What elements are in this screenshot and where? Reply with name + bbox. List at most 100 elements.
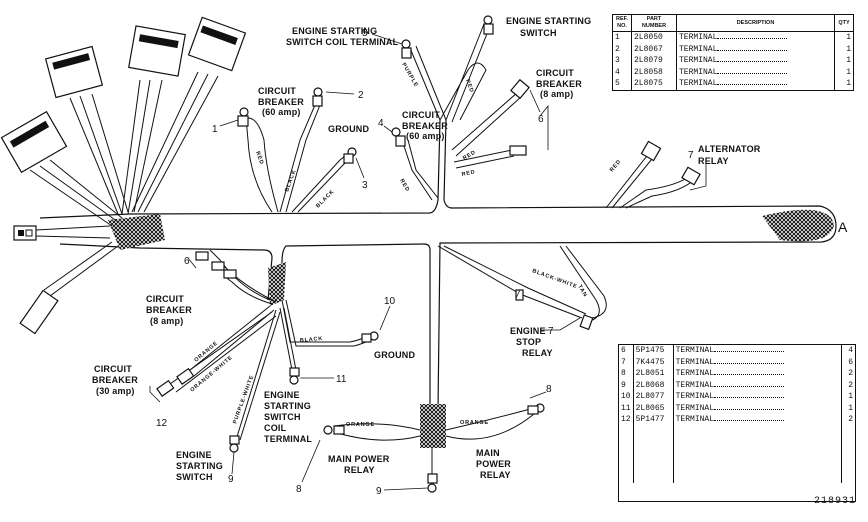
part-number-cell: 2L8079 <box>631 55 677 67</box>
qty-cell: 2 <box>848 415 853 424</box>
part-number-cell: 2L8058 <box>631 66 677 78</box>
callout-7-top: 7 <box>688 150 694 161</box>
description-cell: TERMINAL <box>673 368 842 380</box>
trunk-end-braid <box>762 209 834 242</box>
callout-4: 4 <box>378 118 384 129</box>
main-harness-trunk <box>39 119 837 411</box>
trunk-connector-left <box>13 225 111 241</box>
part-number-cell: 2L8050 <box>631 31 677 44</box>
table-row-empty <box>619 471 855 483</box>
wire-label-red-4: RED <box>462 150 477 162</box>
description-cell: TERMINAL <box>673 345 842 357</box>
callout-numbers: 1 2 3 4 5 6 6 7 7 8 8 9 9 10 11 12 A <box>149 28 848 497</box>
description-cell: TERMINAL <box>673 356 842 368</box>
description-cell: TERMINAL <box>676 55 835 67</box>
wire-label-black-3: BLACK <box>300 336 324 344</box>
connector-plug-4 <box>131 16 247 213</box>
callout-9-bottom: 9 <box>376 486 382 497</box>
callout-6-bottom: 6 <box>184 256 190 267</box>
callout-8-left: 8 <box>296 484 302 495</box>
description-cell: TERMINAL <box>673 414 842 426</box>
callout-7-bottom: 7 <box>548 326 554 337</box>
ref-cell: 6 <box>619 345 634 357</box>
callout-2: 2 <box>358 90 364 101</box>
wire-label-purple-white: PURPLE-WHITE <box>232 374 255 424</box>
col-part-number: PART NUMBER <box>631 15 677 32</box>
callout-12: 12 <box>156 418 168 429</box>
col-description: DESCRIPTION <box>676 15 835 32</box>
callout-5: 5 <box>362 28 368 39</box>
description-cell: TERMINAL <box>673 379 842 391</box>
figure-number: 218931 <box>813 496 856 507</box>
label-ground-bottom: GROUND <box>374 350 415 360</box>
description-cell: TERMINAL <box>676 31 835 44</box>
table-row-empty <box>619 460 855 472</box>
wire-label-tan: TAN <box>576 284 588 299</box>
qty-cell: 1 <box>846 33 851 42</box>
callout-11: 11 <box>336 374 347 385</box>
ref-cell: 1 <box>613 31 632 44</box>
table-row-empty <box>619 448 855 460</box>
wire-label-orange-3: ORANGE <box>460 420 489 426</box>
qty-cell: 1 <box>846 79 851 88</box>
trunk-junction-braid-left <box>108 214 165 250</box>
callout-10: 10 <box>384 296 396 307</box>
part-number-cell: 2L8065 <box>633 402 674 414</box>
branch-braid-breakers <box>268 262 286 306</box>
description-cell: TERMINAL <box>676 43 835 55</box>
ref-cell: 3 <box>613 55 632 67</box>
wire-label-red-1: RED <box>464 79 474 94</box>
end-marker-a: A <box>838 219 848 235</box>
wire-label-red-5: RED <box>461 169 476 178</box>
ref-cell: 9 <box>619 379 634 391</box>
ref-cell: 4 <box>613 66 632 78</box>
col-ref-no: REF. NO. <box>613 15 632 32</box>
table-row-empty <box>619 425 855 437</box>
callout-1: 1 <box>212 124 218 135</box>
part-number-cell: 2L8077 <box>633 391 674 403</box>
wire-label-black-white: BLACK-WHITE <box>531 268 578 290</box>
terminal-lugs <box>156 15 701 493</box>
callout-8-right: 8 <box>546 384 552 395</box>
label-ground-top: GROUND <box>328 124 369 134</box>
part-number-cell: 2L8051 <box>633 368 674 380</box>
qty-cell: 1 <box>848 403 853 413</box>
qty-cell: 1 <box>848 392 853 401</box>
ref-cell: 8 <box>619 368 634 380</box>
wire-label-red-6: RED <box>609 159 623 174</box>
wire-label-purple: PURPLE <box>400 62 419 88</box>
ref-cell: 5 <box>613 78 632 90</box>
qty-cell: 1 <box>846 56 851 65</box>
connector-plug-1 <box>0 110 123 227</box>
qty-cell: 4 <box>848 346 853 355</box>
wire-label-black-2: BLACK <box>315 189 336 210</box>
branch-braid-main-power <box>420 404 446 448</box>
description-cell: TERMINAL <box>673 391 842 403</box>
part-number-cell: 2L8067 <box>631 43 677 55</box>
callout-6-top: 6 <box>538 114 544 125</box>
description-cell: TERMINAL <box>673 402 842 414</box>
description-cell: TERMINAL <box>676 66 835 78</box>
part-number-cell: 2L8068 <box>633 379 674 391</box>
description-cell: TERMINAL <box>676 78 835 90</box>
